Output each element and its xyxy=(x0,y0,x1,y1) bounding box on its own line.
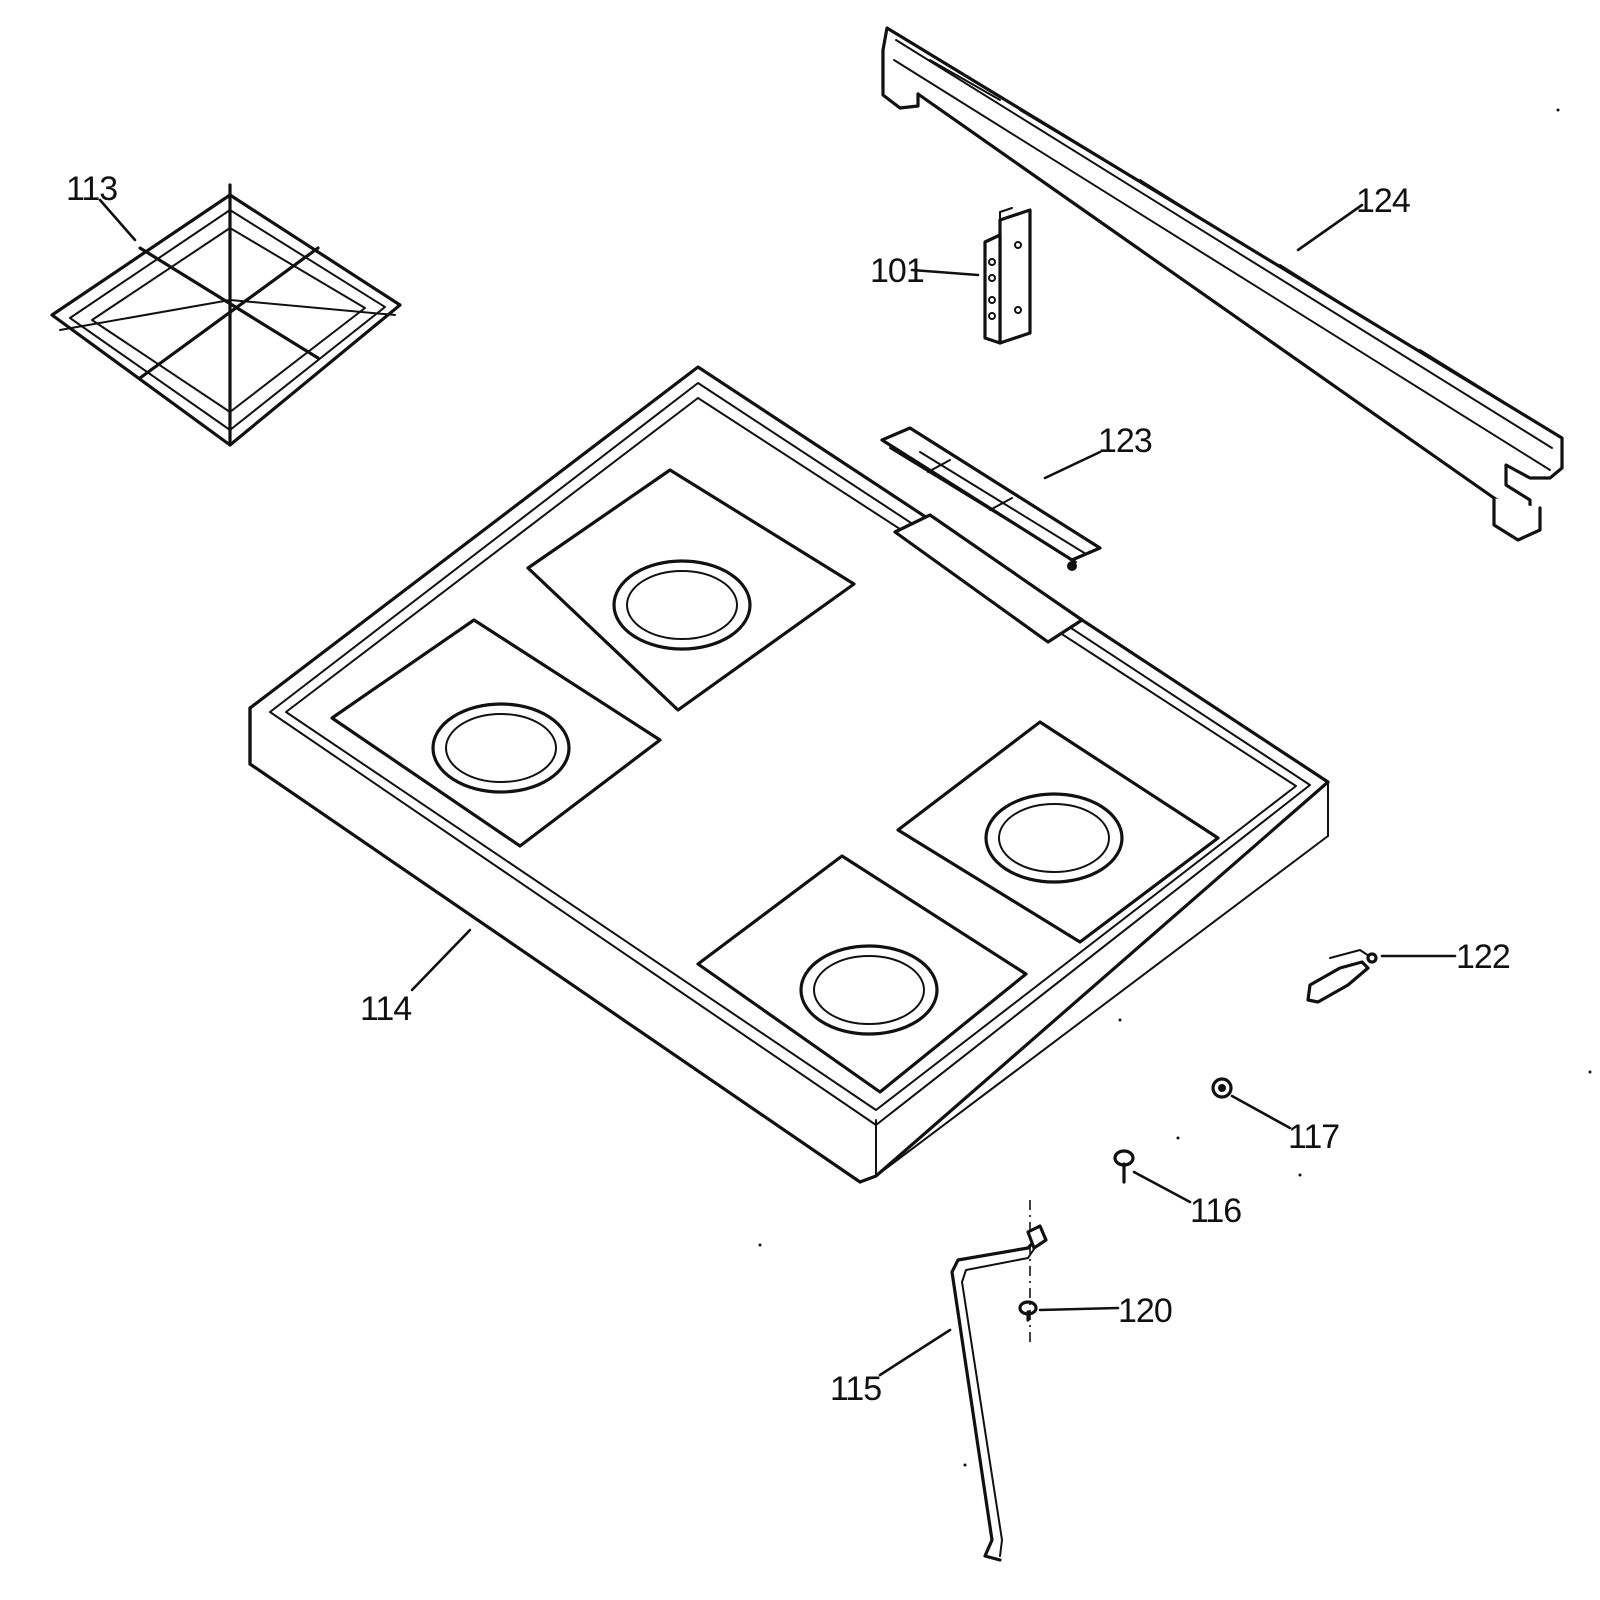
bracket-101[interactable] xyxy=(983,207,1032,345)
leader-114 xyxy=(410,928,472,992)
stray-dot xyxy=(1588,1070,1592,1074)
leader-116 xyxy=(1132,1170,1192,1204)
callout-122: 122 xyxy=(1456,938,1510,976)
screw-116[interactable] xyxy=(1113,1149,1135,1184)
callout-116: 116 xyxy=(1190,1192,1241,1230)
leader-124 xyxy=(1296,203,1364,252)
leader-120 xyxy=(1038,1306,1120,1312)
callout-117: 117 xyxy=(1288,1118,1339,1156)
callout-114: 114 xyxy=(360,990,411,1028)
burner-grate-113[interactable] xyxy=(50,183,402,447)
support-rod-115[interactable] xyxy=(950,1224,1048,1562)
clip-122[interactable] xyxy=(1306,949,1378,1004)
stray-dot xyxy=(1556,108,1560,112)
leader-115 xyxy=(878,1328,952,1377)
screw-120[interactable] xyxy=(1018,1300,1038,1322)
rear-trim-124[interactable] xyxy=(881,26,1564,542)
vent-trim-123[interactable] xyxy=(880,426,1102,571)
stray-dot xyxy=(758,1243,762,1247)
callout-124: 124 xyxy=(1356,182,1410,220)
leader-117 xyxy=(1230,1094,1292,1130)
stray-dot xyxy=(963,1463,967,1467)
callout-113: 113 xyxy=(66,170,117,208)
stray-dot xyxy=(1298,1173,1302,1177)
stray-dot xyxy=(1176,1136,1180,1140)
nut-117[interactable] xyxy=(1211,1077,1233,1099)
callout-115: 115 xyxy=(830,1370,881,1408)
callout-120: 120 xyxy=(1118,1292,1172,1330)
cooktop-114[interactable] xyxy=(248,365,1330,1184)
stray-dot xyxy=(1118,1018,1122,1022)
callout-101: 101 xyxy=(870,252,924,290)
leader-101 xyxy=(910,268,980,277)
callout-123: 123 xyxy=(1098,422,1152,460)
leader-123 xyxy=(1043,450,1102,480)
leader-113 xyxy=(98,198,137,242)
